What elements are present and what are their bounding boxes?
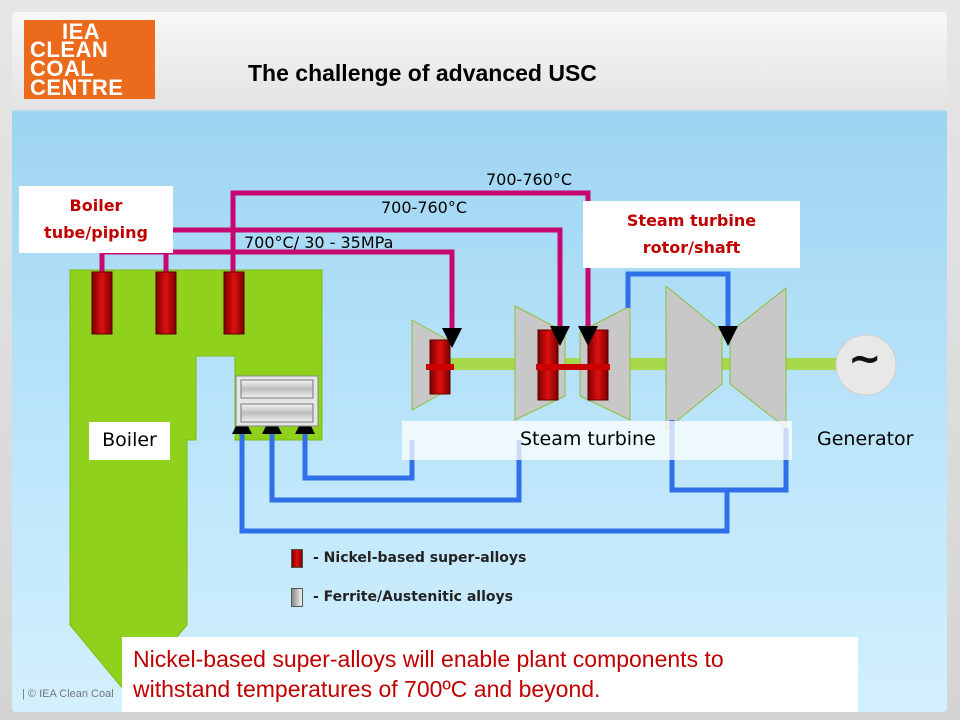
legend-ferrite-swatch [291,588,303,607]
lp-turbine-casing-left [665,284,723,432]
generator-label: Generator [817,428,914,450]
conclusion-note-line-1: Nickel-based super-alloys will enable pl… [133,646,724,672]
boiler-tube-piping-label: Boiler tube/piping [19,186,173,253]
steam-turbine-rotor-line-1: Steam turbine [626,211,757,230]
steam-turbine-text: Steam turbine [520,428,656,450]
boiler-tube-3 [223,271,245,335]
legend-nickel-swatch [291,549,303,568]
conclusion-note: Nickel-based super-alloys will enable pl… [122,637,858,712]
conclusion-note-line-2: withstand temperatures of 700ºC and beyo… [133,676,601,702]
boiler-tube-piping-line-2: tube/piping [44,223,148,242]
return-pipe-lp [232,414,730,534]
generator-symbol: ~ [848,336,882,382]
legend-nickel-text: - Nickel-based super-alloys [313,550,527,566]
boiler-tube-piping-line-1: Boiler [69,196,123,215]
logo-line-4: CENTRE [30,75,124,100]
lp-turbine-casing-right [729,286,787,430]
steam-turbine-label: Steam turbine [402,421,792,460]
economizer-bank-upper [240,379,314,399]
temp-label-main-steam: 700°C/ 30 - 35MPa [244,233,394,252]
legend-ferrite-text: - Ferrite/Austenitic alloys [313,589,513,605]
main-steam-pipe [99,249,462,348]
slide-title: The challenge of advanced USC [248,60,597,86]
copyright-footer: | © IEA Clean Coal [22,688,114,700]
logo-line-1: IEA [62,19,101,44]
header-band [12,12,947,110]
iea-clean-coal-centre-logo: IEA CLEAN COAL CENTRE [24,20,155,99]
boiler-tube-1 [91,271,113,335]
logo-line-2: CLEAN [30,37,109,62]
return-pipe-ip [262,414,522,503]
temp-label-reheat-1: 700-760°C [381,198,468,217]
boiler-tube-2 [155,271,177,335]
temp-label-reheat-2: 700-760°C [486,170,573,189]
hp-rotor-bar [426,364,454,370]
steam-turbine-rotor-line-2: rotor/shaft [642,238,741,257]
ip-rotor-bar [536,364,610,370]
steam-turbine-rotor-label: Steam turbine rotor/shaft [583,201,800,268]
lp-crossover-pipe [625,271,738,346]
generator-circle [835,334,897,396]
logo-line-3: COAL [30,56,95,81]
economizer-bank-lower [240,403,314,423]
boiler-label: Boiler [89,422,170,460]
